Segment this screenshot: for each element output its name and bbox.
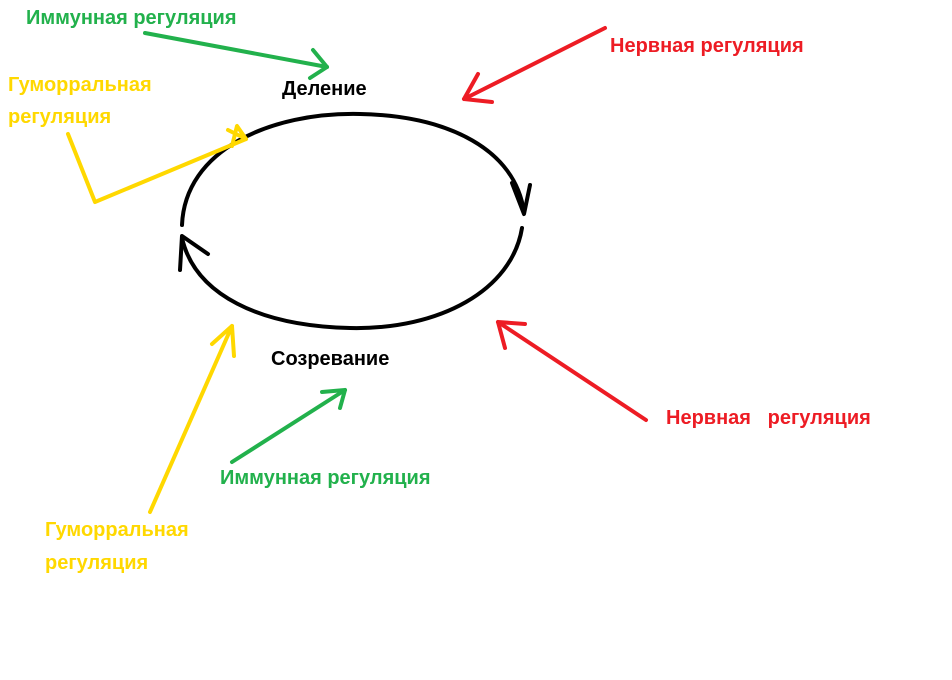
immune-bottom-label: Иммунная регуляция bbox=[220, 467, 431, 489]
nervous-bottom-arrow bbox=[496, 320, 648, 422]
cycle-right-arrowhead bbox=[510, 181, 532, 216]
cycle-top-stage: Деление bbox=[282, 78, 367, 100]
humoral-top-label-line2: регуляция bbox=[8, 106, 112, 128]
humoral-bottom-arrow bbox=[148, 324, 234, 514]
nervous-arrows bbox=[462, 26, 648, 422]
immune-top-arrowhead bbox=[308, 48, 329, 80]
humoral-bottom-label-line2: регуляция bbox=[45, 552, 149, 574]
humoral-top-label-line1: Гуморральная bbox=[8, 74, 152, 96]
cycle-ellipse bbox=[178, 111, 532, 331]
cycle-upper-arc bbox=[180, 111, 526, 227]
immune-arrows bbox=[143, 31, 347, 464]
nervous-top-arrow bbox=[462, 26, 607, 101]
humoral-bottom-label-line1: Гуморральная bbox=[45, 519, 189, 541]
immune-top-arrow bbox=[143, 31, 329, 69]
nervous-bottom-label: Нервная регуляция bbox=[666, 407, 871, 429]
humoral-top-arrow bbox=[66, 132, 248, 204]
cycle-left-arrowhead bbox=[178, 234, 210, 272]
cycle-bottom-stage: Созревание bbox=[271, 348, 390, 370]
cycle-lower-arc bbox=[180, 226, 524, 331]
nervous-top-label: Нервная регуляция bbox=[610, 35, 804, 57]
humoral-top-arrowhead bbox=[226, 124, 248, 148]
humoral-bottom-arrowhead bbox=[210, 324, 236, 358]
nervous-top-arrowhead bbox=[462, 72, 494, 104]
immune-bottom-arrow bbox=[230, 388, 347, 464]
humoral-arrows bbox=[66, 124, 248, 514]
nervous-bottom-arrowhead bbox=[496, 320, 527, 350]
immune-bottom-arrowhead bbox=[320, 388, 347, 410]
immune-top-label: Иммунная регуляция bbox=[26, 7, 237, 29]
